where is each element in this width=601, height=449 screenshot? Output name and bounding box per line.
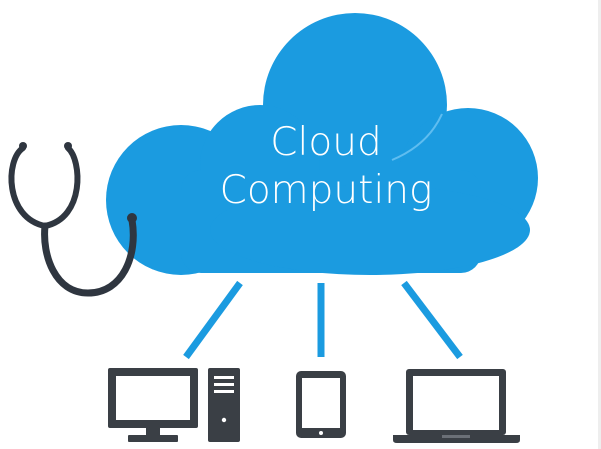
pc-tower-icon bbox=[208, 368, 240, 442]
cloud-title-line1: Cloud bbox=[270, 120, 381, 165]
cloud-icon bbox=[106, 13, 538, 275]
cloud-highlight bbox=[391, 113, 443, 161]
connector-left bbox=[183, 280, 243, 360]
stethoscope-icon bbox=[8, 142, 137, 297]
tablet-icon bbox=[296, 371, 346, 438]
cloud-title-line2: Computing bbox=[220, 168, 433, 213]
connector-lines bbox=[183, 280, 463, 360]
desktop-monitor-icon bbox=[108, 368, 198, 442]
laptop-icon bbox=[393, 369, 520, 443]
page-edge bbox=[598, 0, 601, 449]
connector-right bbox=[401, 280, 463, 360]
